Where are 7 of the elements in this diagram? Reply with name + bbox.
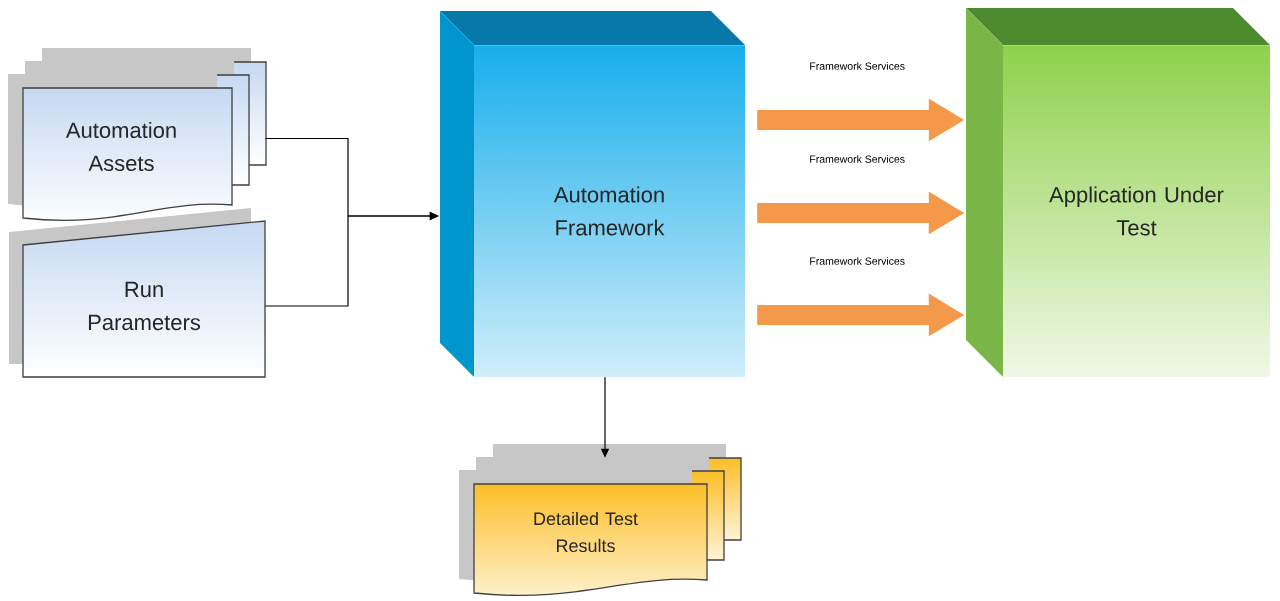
- cube-box: Automation Framework: [440, 11, 745, 377]
- edge-label: Framework Services: [808, 61, 907, 71]
- document-stack: Automation Assets: [8, 48, 267, 222]
- edge-label: Framework Services: [808, 154, 907, 164]
- cube-box: Application Under Test: [966, 8, 1270, 377]
- edge-label: Framework Services: [808, 256, 907, 266]
- document-stack: Detailed Test Results: [459, 444, 742, 597]
